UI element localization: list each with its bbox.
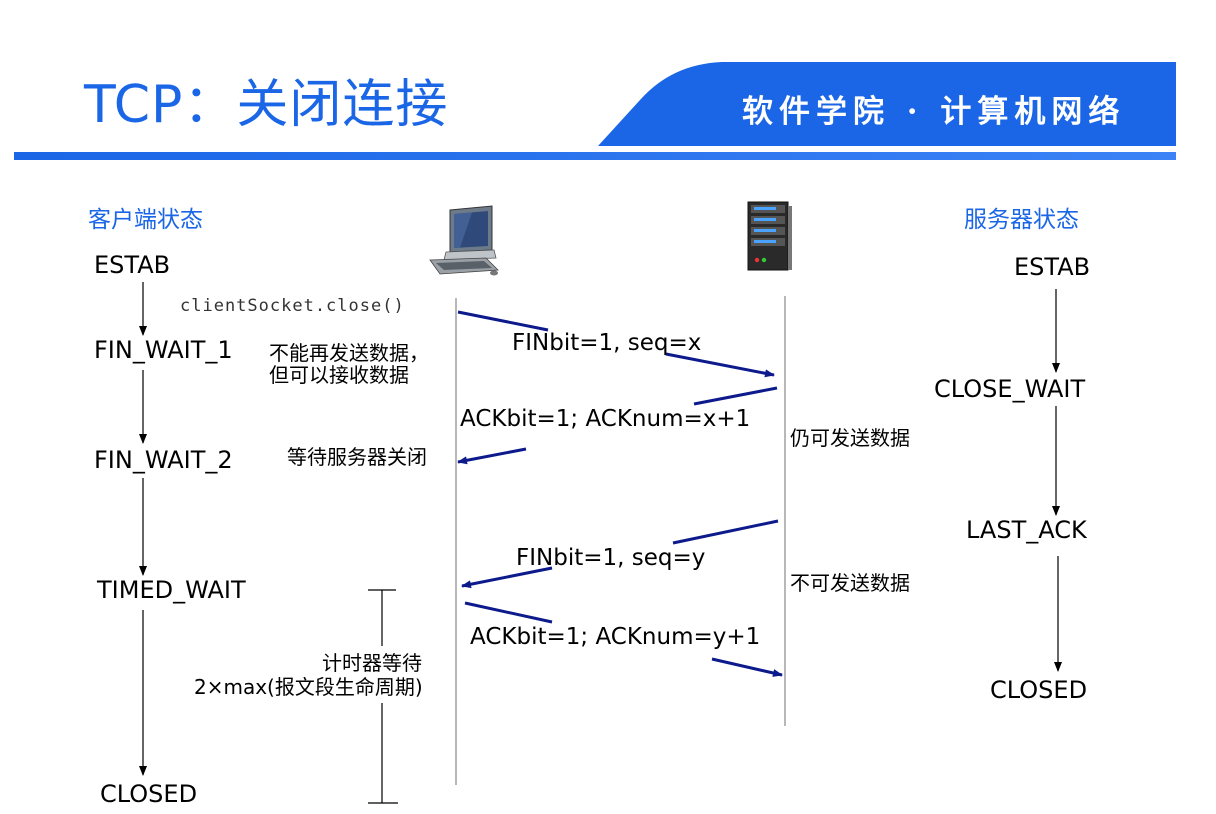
can-send-note: 仍可发送数据 [790, 426, 910, 450]
client-state-estab: ESTAB [94, 251, 171, 279]
no-send-note-line1: 不能再发送数据， [269, 341, 429, 365]
ack1-arrow-a [693, 386, 778, 406]
fin2-arrow-a [672, 519, 779, 545]
server-state-last-ack: LAST_ACK [966, 516, 1087, 544]
ack1-message-label: ACKbit=1; ACKnum=x+1 [460, 406, 751, 432]
fin1-message-label: FINbit=1, seq=x [512, 330, 702, 356]
wait-server-note: 等待服务器关闭 [287, 445, 427, 469]
page-title: TCP：关闭连接 [84, 75, 449, 135]
server-tower-icon [747, 201, 792, 271]
server-state-close-wait: CLOSE_WAIT [934, 375, 1086, 403]
cannot-send-note: 不可发送数据 [790, 571, 910, 595]
ack2-arrow-a [464, 601, 553, 624]
header-rule [14, 152, 1176, 160]
client-state-closed: CLOSED [100, 780, 198, 808]
header-banner [598, 62, 1176, 146]
server-states-heading: 服务器状态 [964, 207, 1079, 233]
no-send-note-line2: 但可以接收数据 [269, 363, 409, 387]
close-call-label: clientSocket.close() [180, 296, 405, 316]
client-states-heading: 客户端状态 [88, 207, 203, 233]
ack2-arrow-b [711, 657, 783, 677]
desktop-computer-icon [429, 205, 499, 276]
fin2-message-label: FINbit=1, seq=y [516, 545, 706, 571]
client-state-timed-wait: TIMED_WAIT [97, 576, 246, 604]
timer-note-line1: 计时器等待 [322, 651, 422, 675]
fin1-arrow-b [665, 352, 775, 378]
course-banner-text: 软件学院 · 计算机网络 [742, 94, 1126, 130]
timer-note-line2: 2×max(报文段生命周期) [194, 675, 423, 699]
fin2-arrow-b [461, 566, 553, 589]
ack1-arrow-b [457, 447, 527, 465]
fin1-arrow-a [457, 310, 549, 332]
server-state-estab: ESTAB [1014, 253, 1091, 281]
server-state-closed: CLOSED [990, 676, 1088, 704]
client-state-fin-wait-2: FIN_WAIT_2 [94, 446, 233, 474]
ack2-message-label: ACKbit=1; ACKnum=y+1 [470, 624, 761, 650]
client-state-fin-wait-1: FIN_WAIT_1 [94, 336, 233, 364]
